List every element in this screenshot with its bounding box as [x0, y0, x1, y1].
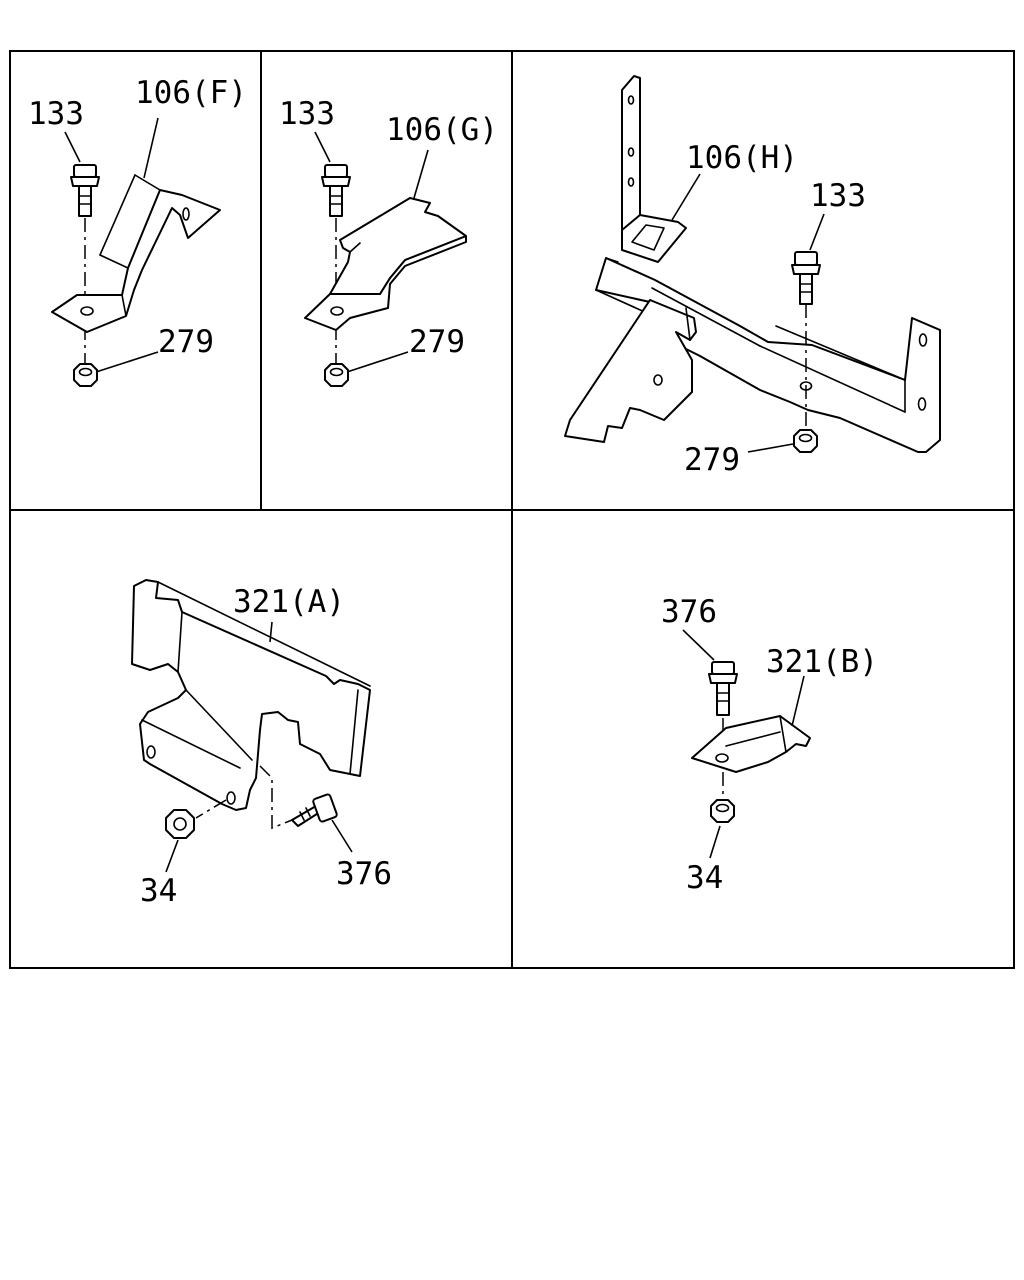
- callout-nut-279: 279: [684, 442, 740, 478]
- bracket-106f-icon: [51, 174, 221, 333]
- panel-106f: 133 106(F) 279: [28, 75, 247, 387]
- nut-279-icon: [324, 363, 349, 387]
- bolt-133-icon: [791, 251, 821, 305]
- callout-bolt-376: 376: [661, 594, 717, 630]
- bracket-321b-icon: [691, 715, 811, 773]
- callout-bolt-376: 376: [336, 856, 392, 892]
- bolt-133-icon: [321, 164, 351, 217]
- callout-nut-34: 34: [686, 860, 723, 896]
- panel-321b: 376 321(B) 34: [661, 594, 878, 896]
- callout-nut-279: 279: [409, 324, 465, 360]
- bolt-376-icon: [291, 793, 338, 827]
- bolt-133-icon: [70, 164, 100, 217]
- bracket-321a-icon: [131, 579, 371, 811]
- callout-bolt-133: 133: [279, 96, 335, 132]
- bolt-376-icon: [708, 661, 738, 716]
- bracket-106h-icon: [564, 75, 941, 453]
- nut-34-icon: [710, 799, 735, 823]
- nut-34-icon: [165, 809, 195, 839]
- nut-279-icon: [793, 429, 818, 453]
- callout-bracket-106g: 106(G): [386, 112, 498, 148]
- nut-279-icon: [73, 363, 98, 387]
- callout-nut-34: 34: [140, 873, 177, 909]
- panel-321a: 321(A) 34 376: [131, 579, 392, 909]
- callout-bolt-133: 133: [28, 96, 84, 132]
- diagram-frame: [9, 50, 1015, 969]
- callout-bracket-106f: 106(F): [135, 75, 247, 111]
- panel-106g: 133 106(G) 279: [279, 96, 498, 387]
- panel-106h: 106(H) 133 279: [564, 75, 941, 478]
- callout-bolt-133: 133: [810, 178, 866, 214]
- callout-bracket-321b: 321(B): [766, 644, 878, 680]
- callout-bracket-106h: 106(H): [686, 140, 798, 176]
- callout-bracket-321a: 321(A): [233, 584, 345, 620]
- bracket-106g-icon: [304, 197, 467, 331]
- callout-nut-279: 279: [158, 324, 214, 360]
